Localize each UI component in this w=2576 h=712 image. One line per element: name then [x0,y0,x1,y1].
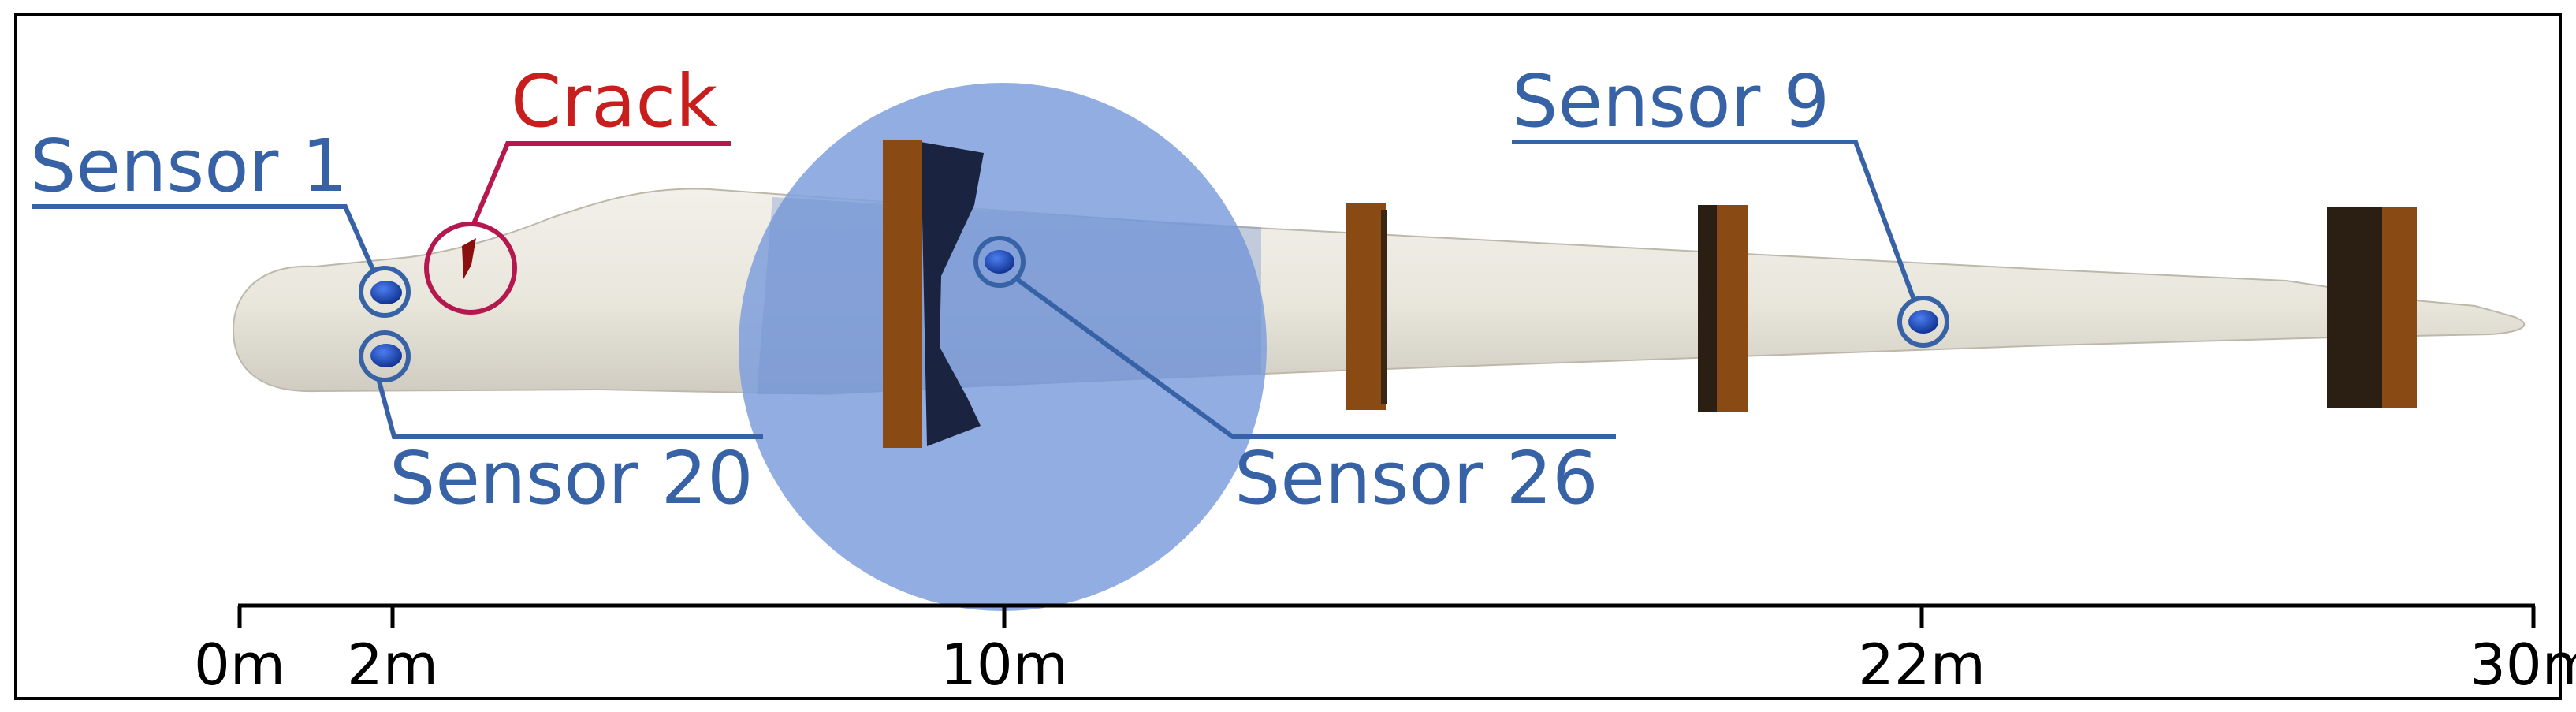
axis-ticks: 0m 2m 10m 22m 30m [194,606,2576,698]
sensor-26-highlight-zone [739,83,1267,611]
sensor-26-leader-line [1015,277,1616,439]
blade-support-14m [1346,203,1387,410]
axis-tick-label: 22m [1858,632,1986,698]
blade-support-28m [2327,207,2417,408]
sensor-1-label: Sensor 1 [30,124,348,208]
sensor-1-marker [359,266,411,318]
axis-tick-label: 2m [347,632,438,698]
sensor-9-label: Sensor 9 [1512,59,1830,144]
sensor-9-marker [1897,296,1949,348]
blade-support-10m [883,140,984,448]
axis-tick-label: 30m [2470,632,2576,698]
crack-label: Crack [511,59,718,144]
axis-tick-label: 10m [940,632,1068,698]
sensor-1-leader-line [32,204,376,273]
blade-support-19m [1698,205,1748,412]
sensor-20-marker [359,330,411,382]
sensor-9-leader-line [1512,140,1916,301]
distance-axis: 0m 2m 10m 22m 30m [194,603,2576,698]
sensor-20-leader-line [376,378,763,439]
crack-marker [424,222,517,315]
sensor-26-marker [973,236,1026,288]
sensor-20-label: Sensor 20 [389,436,754,520]
blade-section-under-highlight [757,197,1261,394]
axis-tick-label: 0m [194,632,285,698]
sensor-26-label: Sensor 26 [1234,436,1599,520]
crack-leader-line [471,141,731,227]
